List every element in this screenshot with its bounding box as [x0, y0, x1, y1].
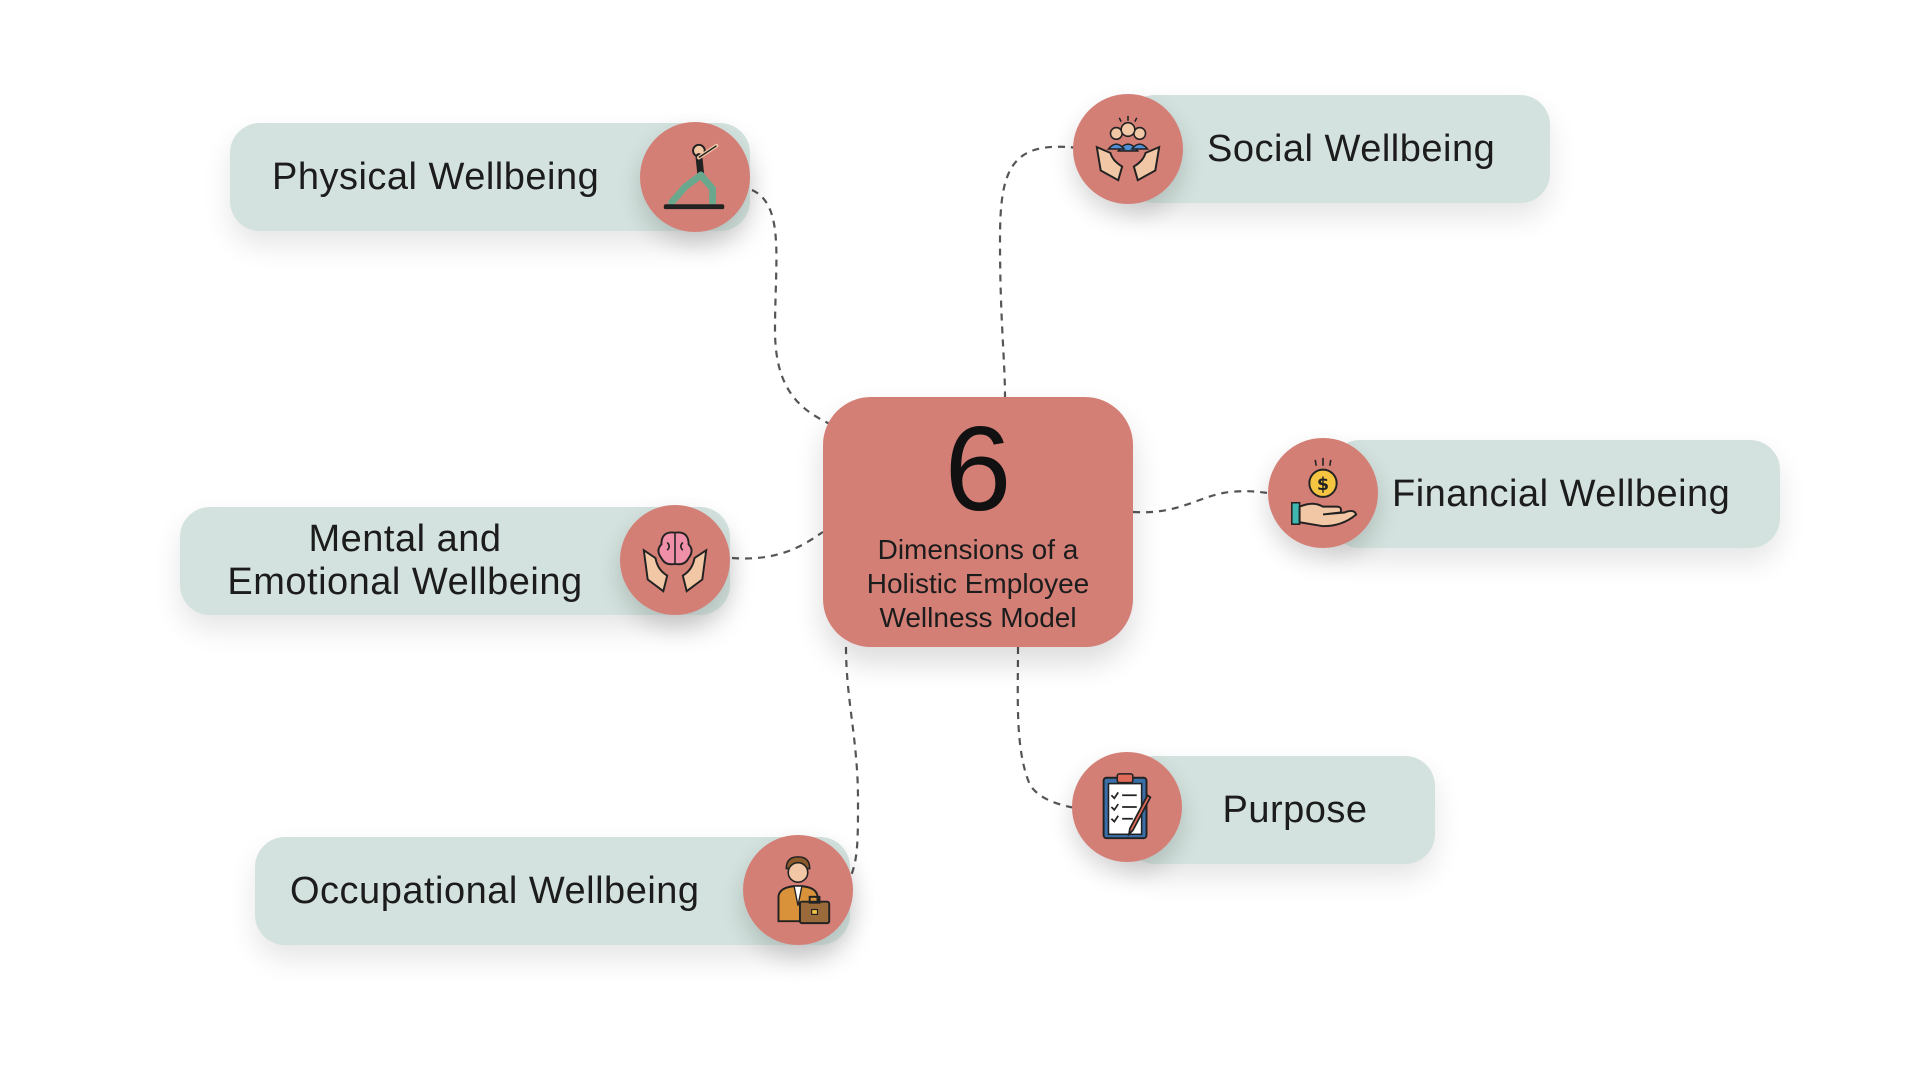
- center-caption-line-2: Holistic Employee: [866, 568, 1090, 599]
- center-number: 6: [944, 402, 1012, 536]
- connector-occupational: [844, 646, 860, 879]
- icon-circle-mental: [620, 505, 730, 615]
- pill-label-social: Social Wellbeing: [1207, 127, 1496, 170]
- connector-purpose: [1016, 646, 1076, 810]
- hands-holding-people-icon: [1095, 115, 1161, 182]
- center-caption-line-3: Wellness Model: [879, 602, 1077, 633]
- businessman-briefcase-icon: [777, 856, 831, 925]
- hands-holding-brain-icon: [642, 531, 708, 593]
- connector-physical: [751, 188, 833, 426]
- pill-social-wellbeing: Social Wellbeing: [1125, 95, 1550, 203]
- hand-dollar-coin-icon: $: [1291, 457, 1358, 528]
- pill-purpose: Purpose: [1125, 756, 1435, 864]
- pill-label-mental-line-2: Emotional Wellbeing: [227, 561, 583, 603]
- yoga-lunge-icon: [663, 143, 725, 210]
- icon-circle-occupational: [743, 835, 853, 945]
- center-caption-line-1: Dimensions of a: [877, 534, 1079, 565]
- icon-circle-social: [1073, 94, 1183, 204]
- pill-label-physical: Physical Wellbeing: [272, 155, 600, 198]
- pill-label-purpose: Purpose: [1222, 788, 1368, 831]
- icon-circle-financial: $: [1268, 438, 1378, 548]
- pill-financial-wellbeing: Financial Wellbeing: [1330, 440, 1780, 548]
- connector-mental: [731, 531, 824, 560]
- clipboard-checklist-icon: [1102, 773, 1152, 840]
- connector-financial: [1132, 490, 1276, 514]
- pill-occupational-wellbeing: Occupational Wellbeing: [255, 837, 850, 945]
- center-card: 6 Dimensions of a Holistic Employee Well…: [823, 397, 1133, 647]
- pill-label-mental-line-1: Mental and: [308, 518, 502, 560]
- pill-label-financial: Financial Wellbeing: [1392, 472, 1731, 515]
- icon-circle-physical: [640, 122, 750, 232]
- svg-text:$: $: [1317, 475, 1329, 495]
- icon-circle-purpose: [1072, 752, 1182, 862]
- pill-label-occupational: Occupational Wellbeing: [290, 869, 700, 912]
- connector-social: [998, 145, 1079, 398]
